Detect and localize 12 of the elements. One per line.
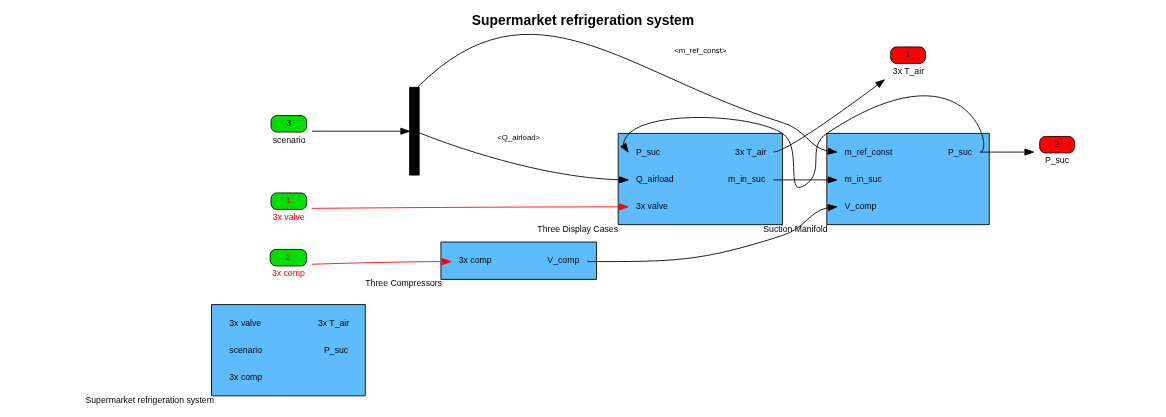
node-label: scenario [272, 134, 306, 145]
node-label: 3x T_air [892, 65, 925, 76]
node-label: Suction Manifold [763, 223, 828, 234]
node-label: Supermarket refrigeration system [85, 394, 214, 405]
node-label: P_suc [1044, 155, 1070, 166]
node-label: Three Compressors [365, 278, 443, 289]
node-label: 3x comp [271, 268, 305, 279]
node-label: Three Display Cases [537, 223, 619, 234]
edge-label: <Q_airload> [497, 133, 541, 143]
diagram-title: Supermarket refrigeration system [471, 12, 695, 29]
node-label: 3x valve [272, 211, 305, 222]
edge-label: <m_ref_const> [674, 46, 727, 56]
